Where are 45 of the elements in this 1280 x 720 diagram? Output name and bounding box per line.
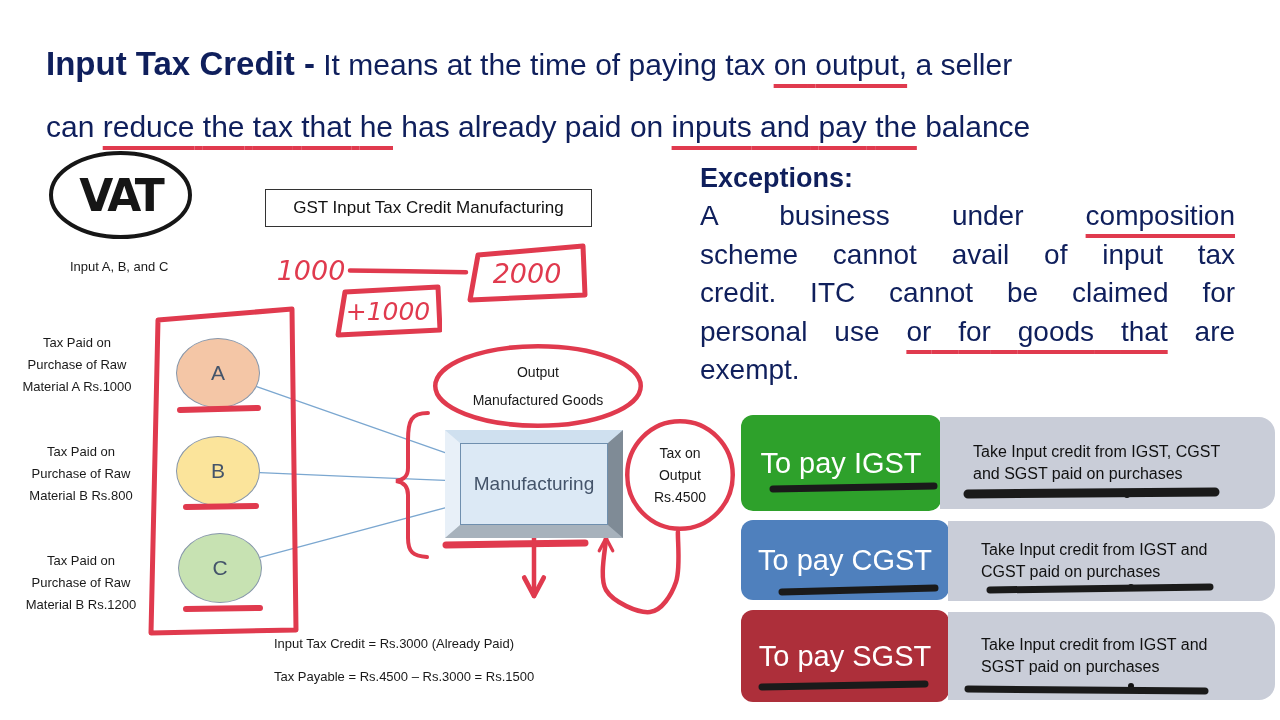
output-label: Output xyxy=(517,364,559,380)
info-panel xyxy=(948,612,1275,700)
side-note: Tax Paid on Purchase of Raw Material A Rs.1000 xyxy=(21,334,133,396)
connector-line xyxy=(347,268,469,275)
handwritten-number: 1000 xyxy=(272,252,350,288)
connector-line xyxy=(259,472,446,481)
section-heading: Exceptions: xyxy=(700,162,854,195)
input-caption: Input A, B, and C xyxy=(70,258,169,276)
exceptions-paragraph: A business under composition scheme cannot avail of input tax credit. ITC cannot be claimed for personal use or for goods that are exempt. xyxy=(700,199,1235,387)
panel-title: To pay IGST xyxy=(760,446,922,480)
hand-drawn-circle xyxy=(624,418,736,532)
tax-type-panel xyxy=(741,610,949,702)
connector-line xyxy=(256,385,446,454)
formula-text: Tax Payable = Rs.4500 – Rs.3000 = Rs.1500 xyxy=(274,668,535,686)
info-panel xyxy=(948,521,1275,601)
tax-label: Tax on Output Rs.4500 xyxy=(652,444,708,507)
hand-drawn-frame xyxy=(466,242,588,304)
formula-text: Input Tax Credit = Rs.3000 (Already Paid) xyxy=(274,635,515,653)
diagram-heading: GST Input Tax Credit Manufacturing xyxy=(293,198,564,218)
connector-line xyxy=(259,507,446,558)
panel-title: To pay SGST xyxy=(758,639,932,673)
node-letter: A xyxy=(211,361,225,385)
handwritten-number: +1000 xyxy=(345,296,431,326)
tax-type-panel xyxy=(741,520,949,600)
handwritten-number: 2000 xyxy=(492,257,562,289)
bullet-text: Take Input credit from IGST and CGST paid on purchases xyxy=(981,540,1209,582)
panel-title: To pay CGST xyxy=(757,543,933,577)
slide-title: Input Tax Credit - It means at the time of paying tax on output, a seller can reduce the tax that he has already paid on inputs and pay the balance xyxy=(46,44,1032,145)
process-label: Manufacturing xyxy=(473,473,595,495)
curved-arrow xyxy=(596,529,681,615)
bevel-box xyxy=(445,430,623,538)
hand-drawn-ellipse xyxy=(432,343,644,429)
hand-drawn-frame xyxy=(334,284,442,338)
node-letter: B xyxy=(211,459,225,483)
bullet-text: Take Input credit from IGST, CGST and SGST paid on purchases xyxy=(973,442,1221,484)
bullet-text: Take Input credit from IGST and SGST paid on purchases xyxy=(981,635,1209,677)
handwritten-label: VAT xyxy=(79,169,162,221)
heading-frame xyxy=(265,189,592,227)
output-sublabel: Manufactured Goods xyxy=(472,392,604,408)
node-letter: C xyxy=(212,556,228,580)
hand-drawn-ellipse xyxy=(48,150,193,240)
side-note: Tax Paid on Purchase of Raw Material B Rs.800 xyxy=(28,443,134,505)
side-note: Tax Paid on Purchase of Raw Material B Rs.1200 xyxy=(24,552,138,614)
tax-type-panel xyxy=(741,415,941,511)
info-panel xyxy=(940,417,1275,509)
